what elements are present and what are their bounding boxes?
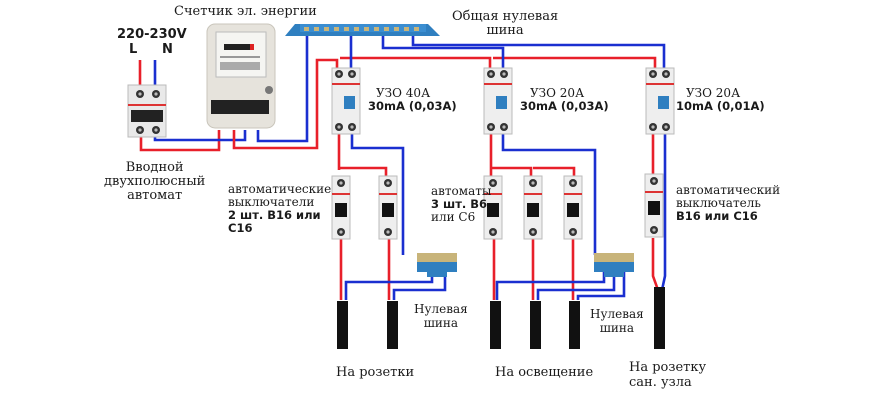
neutral-bus2-label: Нулевая шина [590, 307, 644, 335]
neutral-bus1-label-line1: Нулевая [414, 302, 468, 316]
group2-breaker-1 [483, 175, 503, 240]
rcd1-label: УЗО 40А 30mA (0,03A) [368, 87, 457, 113]
group1-breaker-1 [331, 175, 351, 240]
group3-breaker-label: автоматический выключатель B16 или C16 [676, 184, 780, 223]
meter-phase-out [232, 58, 339, 150]
main-neutral-busbar [285, 24, 440, 36]
g3-phase-out [651, 238, 660, 291]
group1-label-line1: автоматические [228, 182, 332, 196]
output-cables [337, 287, 665, 349]
rcd1-neutral-out [350, 132, 405, 255]
g2-neutral-1 [495, 262, 606, 300]
rcd-2 [483, 67, 513, 135]
group1-label-line3: 2 шт. B16 или [228, 208, 321, 222]
group1-breakers-label: автоматические выключатели 2 шт. B16 или… [228, 183, 331, 235]
main-neutral-bus-label-line2: шина [486, 23, 524, 38]
group2-breakers-label: автоматы 3 шт. B6 или C6 [431, 185, 491, 224]
group2-label-line1: автоматы [431, 184, 492, 198]
group3-label-line1: автоматический [676, 183, 781, 197]
phase-bus-rcd3 [493, 56, 657, 70]
bus-to-rcd2-neutral [381, 28, 505, 70]
neutral-bus1-label-line2: шина [423, 316, 459, 330]
g2-neutral-3 [576, 262, 626, 300]
main-neutral-bus-label-line1: Общая нулевая [452, 9, 559, 24]
rcd2-label: УЗО 20А 30mA (0,03A) [520, 87, 609, 113]
supply-voltage-label: 220-230V [117, 27, 187, 42]
group3-breaker [644, 173, 664, 238]
neutral-bus2-label-line2: шина [599, 321, 635, 335]
group3-label-line3: B16 или C16 [676, 209, 758, 223]
cable-light-1 [490, 301, 501, 349]
main-breaker [127, 84, 167, 138]
group2-breaker-2 [523, 175, 543, 240]
cable-light-3 [569, 301, 580, 349]
phase-bus-rcd2 [340, 56, 492, 70]
group1-label-line2: выключатели [228, 195, 315, 209]
output-sockets-label: На розетки [336, 365, 415, 380]
group2-breaker-3 [563, 175, 583, 240]
meter-neutral-out [256, 28, 309, 143]
rcd1-label-rating: УЗО 40А [376, 86, 431, 100]
group2-label-line2: 3 шт. B6 [431, 197, 488, 211]
output-bathroom-label-line1: На розетку [629, 360, 707, 375]
rcd3-neutral-out [660, 132, 667, 291]
main-breaker-label-line3: автомат [127, 188, 183, 203]
cable-bathroom [654, 287, 665, 349]
rcd1-label-leakage: 30mA (0,03A) [368, 99, 457, 113]
main-neutral-bus-label: Общая нулевая шина [452, 10, 558, 38]
rcd2-phase-bridge [492, 166, 576, 176]
rcd2-label-rating: УЗО 20А [530, 86, 585, 100]
main-breaker-label: Вводной двухполюсный автомат [104, 161, 205, 203]
group2-label-line3: или C6 [431, 210, 476, 224]
rcd2-neutral-out [501, 132, 597, 255]
output-bathroom-label: На розетку сан. узла [629, 360, 706, 390]
neutral-busbar-2 [594, 253, 634, 277]
bus-to-rcd3-neutral [411, 28, 666, 70]
meter-label: Счетчик эл. энергии [174, 4, 317, 19]
group3-label-line2: выключатель [676, 196, 761, 210]
rcd2-label-leakage: 30mA (0,03A) [520, 99, 609, 113]
neutral-busbar-1 [417, 253, 457, 277]
cable-sockets-2 [387, 301, 398, 349]
main-breaker-label-line1: Вводной [125, 160, 184, 175]
rcd1-phase-bridge [339, 166, 388, 176]
rcd-3 [645, 67, 675, 135]
rcd3-label-leakage: 10mA (0,01A) [676, 99, 765, 113]
output-bathroom-label-line2: сан. узла [629, 375, 692, 390]
neutral-bus1-label: Нулевая шина [414, 302, 468, 330]
group1-label-line4: C16 [228, 221, 253, 235]
breaker-to-meter-neutral [153, 130, 247, 142]
cable-light-2 [530, 301, 541, 349]
rcd3-label: УЗО 20А 10mA (0,01A) [676, 87, 765, 113]
group1-breaker-2 [378, 175, 398, 240]
rcd-1 [331, 67, 361, 135]
main-breaker-label-line2: двухполюсный [104, 174, 206, 189]
phase-label: L [129, 42, 138, 57]
neutral-bus2-label-line1: Нулевая [590, 307, 644, 321]
cable-sockets-1 [337, 301, 348, 349]
neutral-label: N [162, 42, 173, 57]
output-lighting-label: На освещение [495, 365, 594, 380]
rcd3-label-rating: УЗО 20А [686, 86, 741, 100]
energy-meter [206, 23, 276, 129]
